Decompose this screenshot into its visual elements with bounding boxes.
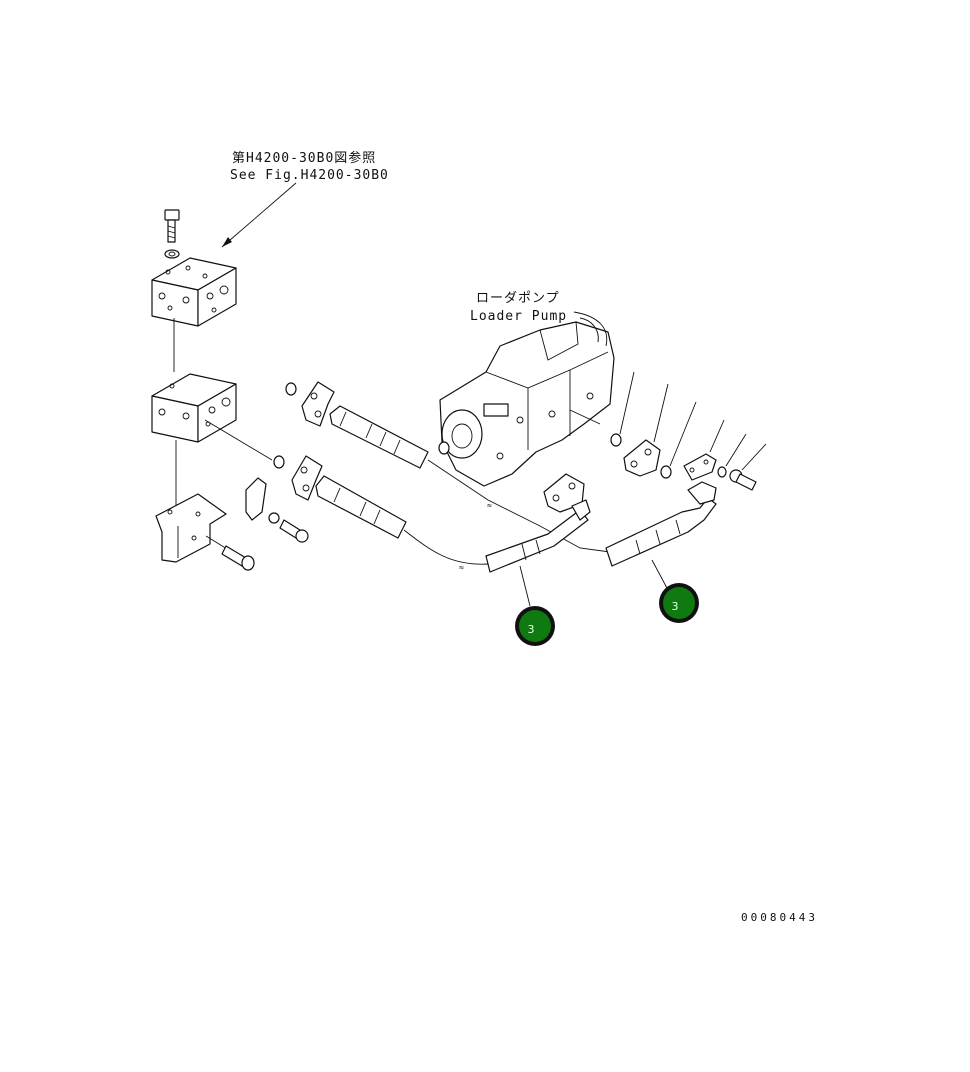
- bracket-bolt: [205, 535, 255, 571]
- reference-label-en: See Fig.H4200-30B0: [230, 168, 389, 183]
- leader-line: [653, 383, 669, 443]
- callout-number: 3: [528, 623, 535, 636]
- leader-line: [619, 371, 635, 435]
- valve-mounting-bolt: [164, 209, 180, 259]
- leader-line: [709, 419, 725, 453]
- callout-badge[interactable]: 3: [515, 606, 555, 646]
- split-flange-half: [245, 477, 267, 521]
- upper-flange: [301, 381, 335, 427]
- pump-flange: [623, 439, 661, 477]
- pump-label-jp: ローダポンプ: [476, 291, 560, 306]
- leader-line: [725, 433, 747, 467]
- break-mark: ≈: [487, 501, 493, 510]
- leader-line: [741, 443, 767, 471]
- break-mark: ≈: [459, 563, 465, 572]
- pump-flange-bolt: [729, 469, 757, 491]
- lower-hose: [315, 475, 407, 539]
- o-ring: [610, 433, 622, 447]
- o-ring: [285, 382, 297, 396]
- reference-label-jp: 第H4200-30B0図参照: [232, 150, 376, 166]
- hose-assembly-a: [485, 499, 591, 573]
- callout-number: 3: [672, 600, 679, 613]
- drawing-code: 00080443: [741, 911, 818, 924]
- washer: [717, 466, 727, 478]
- port-leader-line: [204, 419, 273, 461]
- loader-pump: [438, 311, 615, 487]
- callout-badge[interactable]: 3: [659, 583, 699, 623]
- lower-hose-routing: [403, 529, 489, 565]
- flange-bolt: [279, 519, 309, 543]
- hose-assembly-b: [605, 481, 717, 567]
- upper-hose: [329, 405, 429, 469]
- o-ring: [660, 465, 672, 479]
- pump-label-en: Loader Pump: [470, 309, 567, 324]
- reference-leader-arrow: [221, 182, 297, 248]
- washer: [268, 512, 280, 524]
- lower-valve-block: [151, 373, 237, 443]
- callout-leader-line: [651, 559, 669, 591]
- mounting-bracket: [155, 493, 227, 563]
- upper-hose-routing: [427, 459, 611, 553]
- lower-flange: [291, 455, 323, 501]
- upper-valve-block: [151, 257, 237, 327]
- callout-leader-line: [519, 565, 531, 607]
- split-flange-half: [683, 453, 717, 481]
- leader-line: [669, 401, 697, 467]
- o-ring: [273, 455, 285, 469]
